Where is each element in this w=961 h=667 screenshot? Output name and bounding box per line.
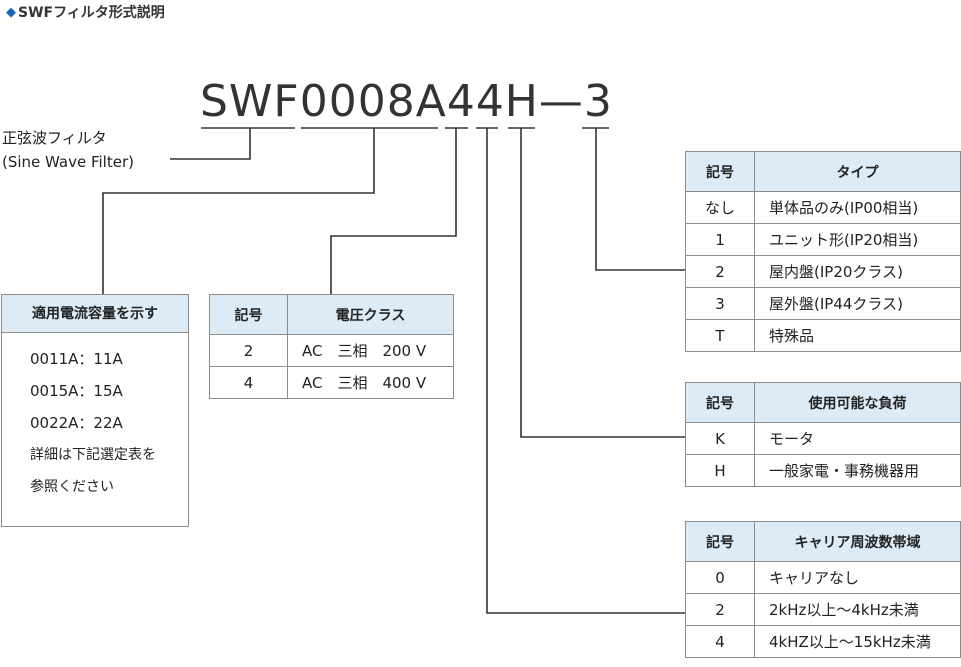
type-desc: ユニット形(IP20相当): [754, 223, 961, 256]
carrier-frequency-table: 記号 キャリア周波数帯域 0 キャリアなし 2 2kHz以上～4kHz未満 4 …: [685, 521, 961, 658]
sine-wave-filter-en: (Sine Wave Filter): [2, 153, 134, 171]
current-capacity-list: 0011A：11A 0015A：15A 0022A：22A 詳細は下記選定表を …: [2, 333, 188, 503]
table-row: なし 単体品のみ(IP00相当): [685, 191, 961, 224]
carrier-desc: キャリアなし: [754, 561, 961, 594]
table-row: 0 キャリアなし: [685, 561, 961, 594]
load-desc: モータ: [754, 422, 961, 455]
type-code: 3: [685, 287, 755, 320]
sine-wave-filter-label: 正弦波フィルタ (Sine Wave Filter): [2, 126, 134, 174]
current-line: 0015A：15A: [30, 382, 123, 400]
connector-type: [595, 128, 686, 271]
carrier-code: 2: [685, 593, 755, 626]
voltage-code: 2: [209, 334, 288, 367]
type-header-code: 記号: [685, 151, 755, 192]
table-row: 1 ユニット形(IP20相当): [685, 223, 961, 256]
diagram-heading: ◆ SWFフィルタ形式説明: [6, 2, 165, 22]
type-header-type: タイプ: [754, 151, 961, 192]
type-code: 2: [685, 255, 755, 288]
diamond-bullet-icon: ◆: [6, 4, 16, 20]
type-code: なし: [685, 191, 755, 224]
current-line: 0022A：22A: [30, 414, 123, 432]
load-code: H: [685, 454, 755, 487]
carrier-desc: 2kHz以上～4kHz未満: [754, 593, 961, 626]
table-row: 2 AC 三相 200 V: [209, 334, 454, 367]
voltage-desc: AC 三相 200 V: [287, 334, 454, 367]
current-note: 詳細は下記選定表を: [30, 447, 156, 463]
type-desc: 特殊品: [754, 319, 961, 352]
load-table: 記号 使用可能な負荷 K モータ H 一般家電・事務機器用: [685, 382, 961, 487]
carrier-code: 4: [685, 625, 755, 658]
type-table: 記号 タイプ なし 単体品のみ(IP00相当) 1 ユニット形(IP20相当) …: [685, 151, 961, 352]
type-desc: 単体品のみ(IP00相当): [754, 191, 961, 224]
connector-voltage: [330, 128, 457, 294]
carrier-header-band: キャリア周波数帯域: [754, 521, 961, 562]
type-code: T: [685, 319, 755, 352]
load-header-load: 使用可能な負荷: [754, 382, 961, 423]
load-header-code: 記号: [685, 382, 755, 423]
carrier-code: 0: [685, 561, 755, 594]
table-row: H 一般家電・事務機器用: [685, 454, 961, 487]
carrier-desc: 4kHZ以上～15kHz未満: [754, 625, 961, 658]
current-capacity-panel: 適用電流容量を示す 0011A：11A 0015A：15A 0022A：22A …: [1, 294, 189, 527]
current-line: 0011A：11A: [30, 350, 123, 368]
current-capacity-title: 適用電流容量を示す: [2, 295, 188, 333]
type-code: 1: [685, 223, 755, 256]
voltage-class-table: 記号 電圧クラス 2 AC 三相 200 V 4 AC 三相 400 V: [209, 294, 454, 399]
table-row: T 特殊品: [685, 319, 961, 352]
connector-load: [520, 128, 686, 438]
table-row: 3 屋外盤(IP44クラス): [685, 287, 961, 320]
connector-current: [102, 128, 375, 294]
type-desc: 屋内盤(IP20クラス): [754, 255, 961, 288]
heading-text: SWFフィルタ形式説明: [18, 5, 165, 21]
sine-wave-filter-jp: 正弦波フィルタ: [2, 129, 107, 147]
table-row: K モータ: [685, 422, 961, 455]
voltage-header-class: 電圧クラス: [287, 294, 454, 335]
table-row: 4 AC 三相 400 V: [209, 366, 454, 399]
table-row: 2 屋内盤(IP20クラス): [685, 255, 961, 288]
load-desc: 一般家電・事務機器用: [754, 454, 961, 487]
connector-carrier: [486, 128, 686, 614]
voltage-desc: AC 三相 400 V: [287, 366, 454, 399]
model-code: SWF0008A44H—3: [200, 76, 613, 127]
carrier-header-code: 記号: [685, 521, 755, 562]
table-row: 2 2kHz以上～4kHz未満: [685, 593, 961, 626]
connector-sine-wave: [170, 128, 251, 160]
voltage-header-code: 記号: [209, 294, 288, 335]
type-desc: 屋外盤(IP44クラス): [754, 287, 961, 320]
table-row: 4 4kHZ以上～15kHz未満: [685, 625, 961, 658]
current-note: 参照ください: [30, 479, 114, 495]
voltage-code: 4: [209, 366, 288, 399]
load-code: K: [685, 422, 755, 455]
